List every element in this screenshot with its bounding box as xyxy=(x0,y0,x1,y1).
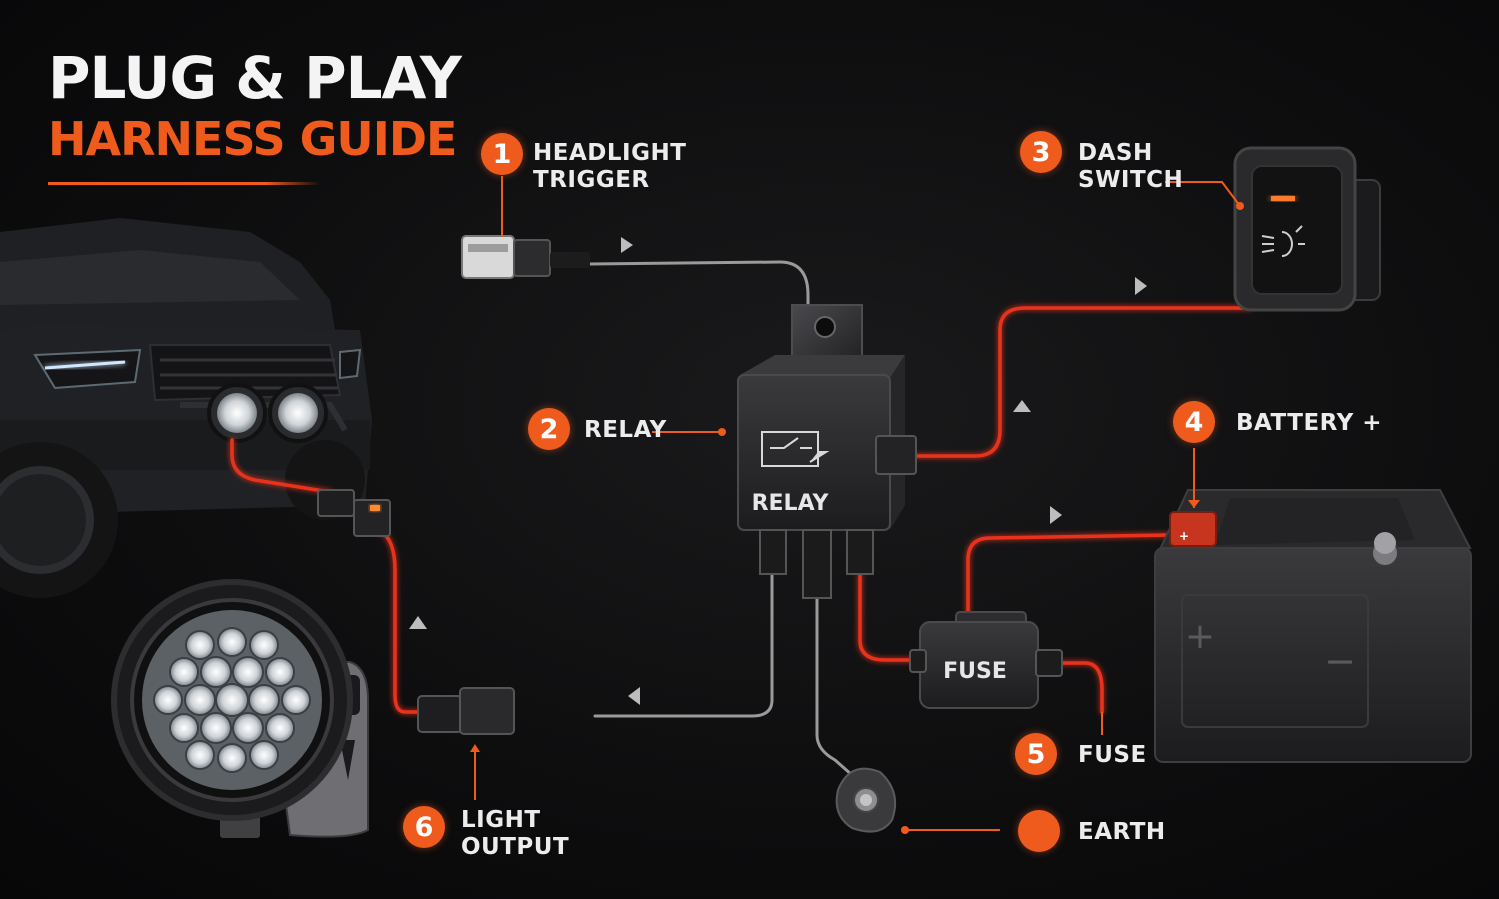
relay-icon xyxy=(737,304,917,599)
flow-arrow-icon xyxy=(1050,506,1062,524)
fuse-holder-icon xyxy=(909,611,1063,709)
battery-wire xyxy=(966,533,1172,617)
flow-arrow-icon xyxy=(1013,400,1031,412)
callout-label-headlight-trigger: HEADLIGHT TRIGGER xyxy=(533,140,686,194)
connector-plug-icon xyxy=(417,687,515,735)
earth-wire xyxy=(815,596,854,777)
connector-plug-icon xyxy=(317,489,391,537)
callout-badge-relay: 2 xyxy=(528,408,570,450)
flow-arrows xyxy=(409,237,1147,705)
callout-label-light-output: LIGHT OUTPUT xyxy=(461,807,569,861)
callout-badge-earth xyxy=(1018,810,1060,852)
rocker-switch-icon xyxy=(1233,146,1381,312)
earth-ring-terminal-icon xyxy=(835,767,896,833)
callout-badge-light-output: 6 xyxy=(403,806,445,848)
title-line-1: PLUG & PLAY xyxy=(48,44,462,112)
flow-arrow-icon xyxy=(1135,277,1147,295)
callout-label-dash-switch: DASH SWITCH xyxy=(1078,140,1183,194)
callout-label-battery: BATTERY + xyxy=(1236,410,1383,436)
wiring xyxy=(230,260,1252,777)
fuse-feed-wire xyxy=(858,573,920,662)
callout-line1: LIGHT xyxy=(461,807,541,833)
callout-dot-earth xyxy=(901,826,909,834)
callout-label-fuse: FUSE xyxy=(1078,742,1147,768)
callout-badge-fuse: 5 xyxy=(1015,733,1057,775)
callout-dot-3 xyxy=(1236,202,1244,210)
callout-badge-headlight-trigger: 1 xyxy=(481,133,523,175)
title-line-2: HARNESS GUIDE xyxy=(48,112,457,166)
output-wire-grey xyxy=(593,573,774,718)
truck-icon xyxy=(0,218,372,598)
callout-dot-2 xyxy=(718,428,726,436)
trigger-wire xyxy=(588,260,810,312)
callout-label-earth: EARTH xyxy=(1078,819,1166,845)
connector-plug-icon xyxy=(461,235,590,279)
callout-label-relay: RELAY xyxy=(584,417,667,443)
callout-arrow-6 xyxy=(470,744,480,752)
callout-line-3 xyxy=(1165,181,1241,207)
flow-arrow-icon xyxy=(621,237,633,253)
flow-arrow-icon xyxy=(628,687,640,705)
fuse-component-label: FUSE xyxy=(943,659,1007,684)
light-feed-wire xyxy=(378,528,422,714)
terminal-plus-label: + xyxy=(1179,529,1189,543)
truck-light-wire xyxy=(230,438,332,494)
callout-line1: DASH xyxy=(1078,140,1153,166)
flow-arrow-icon xyxy=(409,616,427,629)
callout-line2: SWITCH xyxy=(1078,167,1184,193)
fuse-tail-wire xyxy=(1058,661,1104,714)
callout-line2: OUTPUT xyxy=(461,834,570,860)
callout-line1: HEADLIGHT xyxy=(533,140,687,166)
title-underline xyxy=(48,182,320,185)
callout-line2: TRIGGER xyxy=(533,167,650,193)
battery-icon xyxy=(1153,489,1472,763)
relay-component-label: RELAY xyxy=(752,491,830,516)
battery-plus-mark: + xyxy=(1185,616,1215,657)
battery-minus-mark: − xyxy=(1324,639,1356,683)
led-spotlight-icon xyxy=(111,579,369,838)
switch-wire xyxy=(913,306,1252,458)
callout-badge-battery: 4 xyxy=(1173,401,1215,443)
callout-badge-dash-switch: 3 xyxy=(1020,131,1062,173)
callout-arrow-4 xyxy=(1188,500,1200,508)
